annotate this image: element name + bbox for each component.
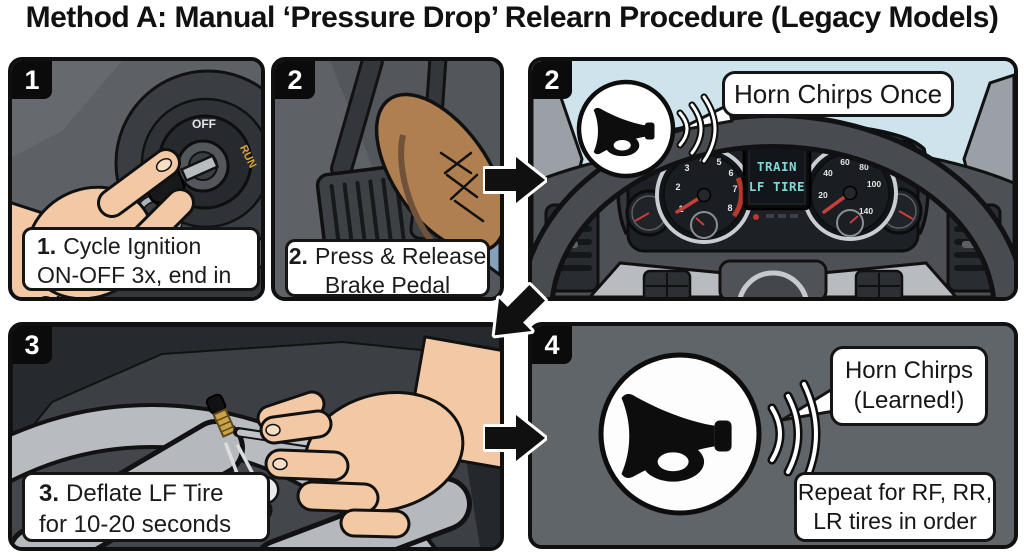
svg-text:100: 100 [867,179,881,189]
step1-caption-line1: Cycle Ignition [63,233,202,259]
tachometer: 1 2 3 4 5 6 7 8 [655,146,753,244]
panel-step4-learned: 4 Horn Chirps (Learned!) Repeat for RF, … [528,322,1018,549]
step3-caption-line1: Deflate LF Tire [66,480,224,507]
page-title: Method A: Manual ‘Pressure Drop’ Relearn… [25,1,999,34]
steering-wheel [532,113,1014,297]
horn-learned-line2: (Learned!) [853,387,965,414]
step2-number-badge: 2 [275,61,315,99]
flow-arrow-step2-to-horn [483,154,547,206]
svg-text:40: 40 [823,168,833,178]
horn-icon [598,352,762,516]
horn-once-number-badge: 2 [532,61,572,99]
horn-once-bubble-text: Horn Chirps Once [733,78,943,109]
repeat-note-box: Repeat for RF, RR, LR tires in order [794,472,996,542]
repeat-note-line2: LR tires in order [813,508,977,534]
svg-text:80: 80 [859,162,869,172]
svg-text:20: 20 [818,190,828,200]
ignition-off-label: OFF [192,117,216,131]
fingernail [155,157,173,173]
panel-step3-deflate: 3 3.Deflate LF Tire for 10-20 seconds [8,322,504,551]
svg-text:140: 140 [859,206,873,216]
shoe-on-pedal [374,92,500,260]
valve-stem [205,393,237,438]
step2-caption: 2.Press & Release Brake Pedal [285,239,490,297]
svg-text:3: 3 [684,163,689,173]
fingernail [272,457,288,471]
step1-caption-line2: ON-OFF 3x, end in ON [37,262,232,297]
horn-learned-line1: Horn Chirps [844,357,974,384]
step3-caption-number: 3. [39,480,60,507]
message-center-display: TRAIN LF TIRE [742,141,812,220]
svg-text:6: 6 [728,168,733,178]
step2-caption-line2: Brake Pedal [324,272,451,298]
flow-arrow-horn-to-step3 [491,282,548,339]
step3-number-badge: 3 [12,326,52,364]
panel-horn-chirps-once: 1 2 3 4 5 6 7 8 20 [528,57,1018,301]
step1-caption: 1.Cycle Ignition ON-OFF 3x, end in ON [22,227,260,297]
step1-number-badge: 1 [12,61,52,99]
horn-learned-speech-bubble: Horn Chirps (Learned!) [830,346,988,426]
sound-waves-icon [767,379,821,489]
repeat-note-line1: Repeat for RF, RR, [797,479,993,505]
step2-caption-line1: Press & Release [314,243,487,269]
step4-number-badge: 4 [532,326,572,364]
display-line1: TRAIN [757,159,797,174]
step2-caption-number: 2. [288,243,308,269]
step3-caption-line2: for 10-20 seconds [39,511,232,538]
panel-step1-ignition: OFF RUN [8,57,265,301]
dashboard-illustration: 1 2 3 4 5 6 7 8 20 [532,61,1014,297]
horn-icon [576,79,676,179]
svg-text:60: 60 [840,157,850,167]
svg-text:7: 7 [732,184,737,194]
display-line2: LF TIRE [749,179,805,194]
svg-text:8: 8 [727,203,732,213]
step1-caption-number: 1. [37,233,57,259]
wheel-buttons [642,269,904,297]
panel-step2-brake: 2 2.Press & Release Brake Pedal [271,57,504,301]
horn-once-speech-bubble: Horn Chirps Once [722,71,954,117]
redline-arc [731,176,744,218]
shoe-laces [439,151,485,223]
flow-arrow-step3-to-step4 [483,412,547,464]
tpms-warning-light [753,214,759,220]
pedal-illustration [275,61,500,297]
step3-caption: 3.Deflate LF Tire for 10-20 seconds [22,472,270,542]
hand-holding-tool [256,335,500,539]
sound-waves-icon [676,93,719,165]
fingernail [265,423,281,437]
svg-text:2: 2 [675,182,680,192]
svg-text:5: 5 [716,157,721,167]
